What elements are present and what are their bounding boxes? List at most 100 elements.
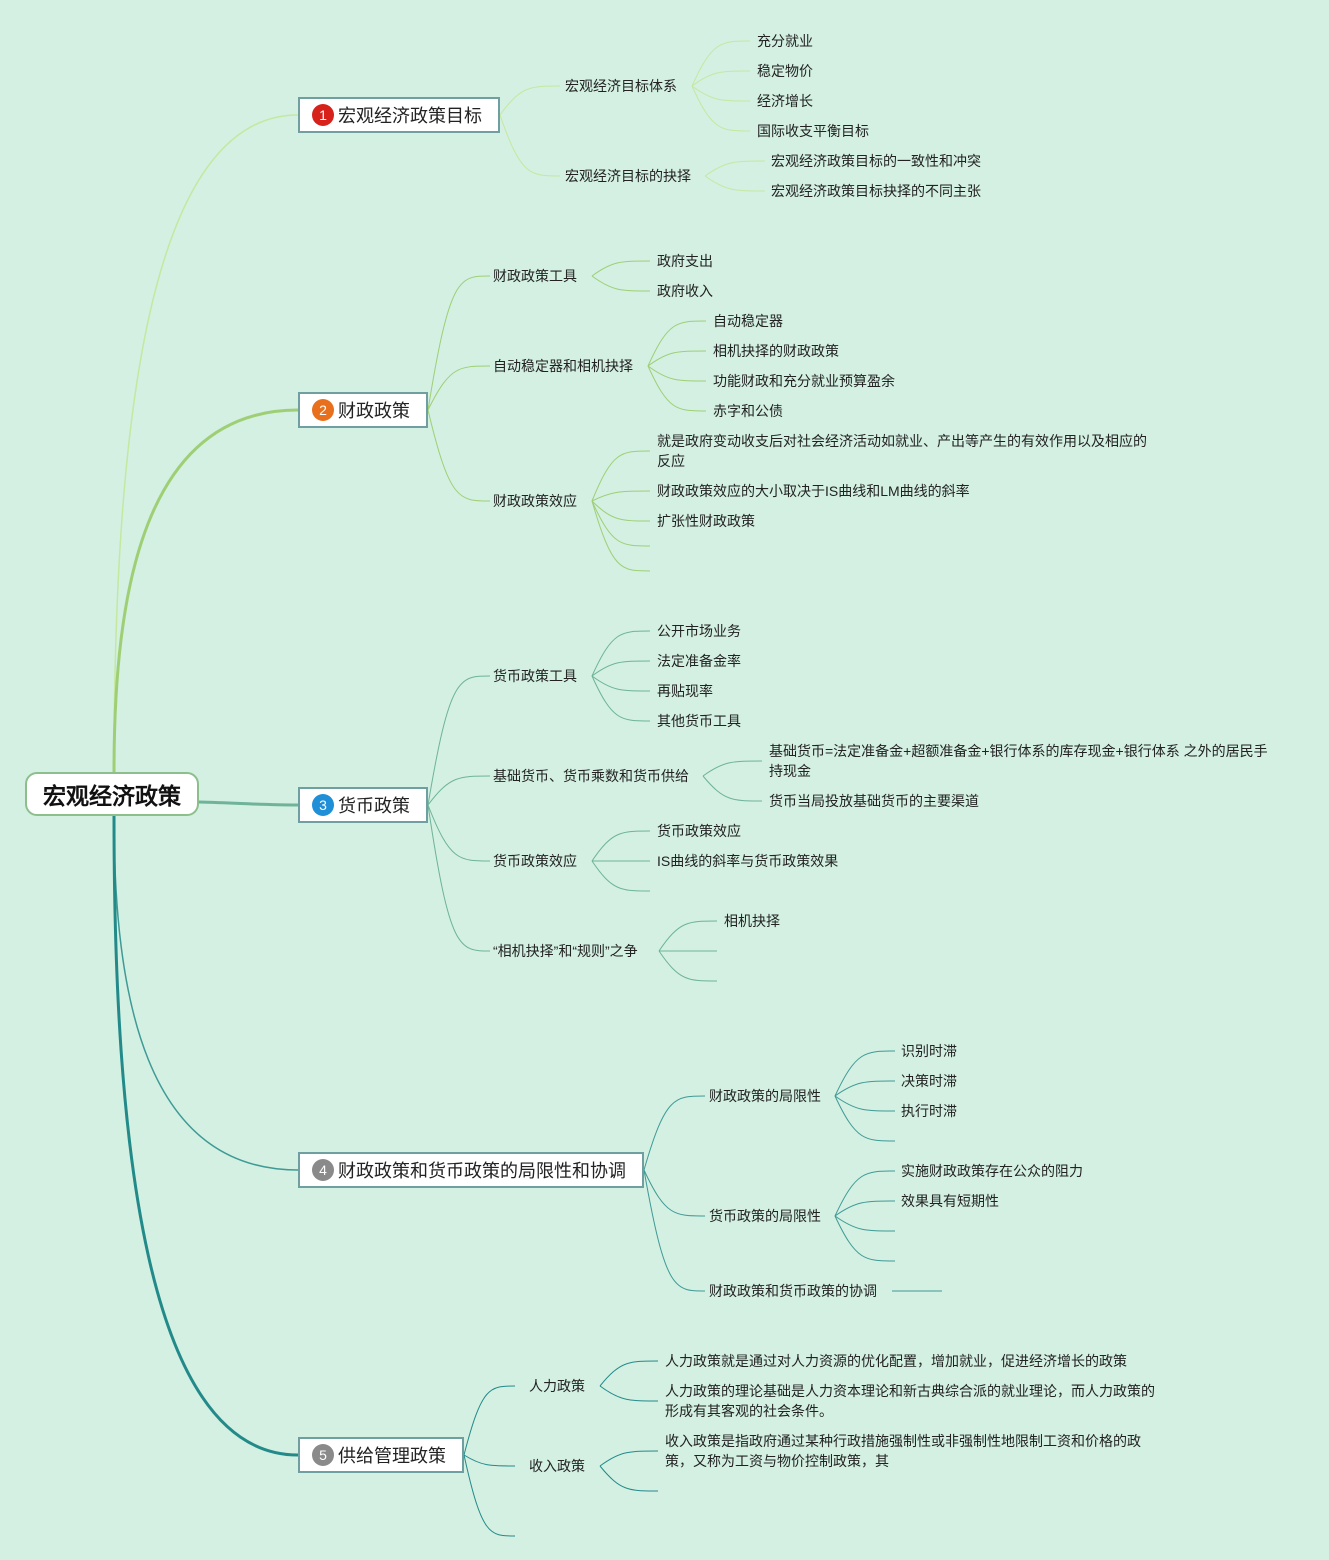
leaf-item[interactable]: 就是政府变动收支后对社会经济活动如就业、产出等产生的有效作用以及相应的反应 <box>657 433 1147 469</box>
topic-fiscal-limits[interactable]: 财政政策的局限性 <box>709 1088 821 1104</box>
leaf-item[interactable]: 人力政策就是通过对人力资源的优化配置，增加就业，促进经济增长的政策 <box>665 1353 1127 1369</box>
connector-line <box>591 275 651 292</box>
leaf-item[interactable]: 国际收支平衡目标 <box>757 123 869 139</box>
leaf-item[interactable]: 充分就业 <box>757 33 813 49</box>
leaf-item[interactable]: 识别时滞 <box>901 1043 957 1059</box>
branch-monetary-policy[interactable]: 3 货币政策 <box>298 787 428 823</box>
leaf-item[interactable]: 基础货币=法定准备金+超额准备金+银行体系的库存现金+银行体系 之外的居民手持现… <box>769 743 1268 779</box>
leaf-item[interactable]: 公开市场业务 <box>657 623 741 639</box>
topic-monetary-limits[interactable]: 货币政策的局限性 <box>709 1208 821 1224</box>
branch-supply-management[interactable]: 5 供给管理政策 <box>298 1437 464 1473</box>
branch-macro-policy-goals[interactable]: 1 宏观经济政策目标 <box>298 97 500 133</box>
leaf-item[interactable]: 扩张性财政政策 <box>657 513 755 529</box>
leaf-item[interactable]: 收入政策是指政府通过某种行政措施强制性或非强制性地限制工资和价格的政策，又称为工… <box>665 1433 1141 1469</box>
leaf-item[interactable]: 执行时滞 <box>901 1103 957 1119</box>
connector-line <box>647 350 707 367</box>
connector-line <box>591 660 651 677</box>
topic-fiscal-tools[interactable]: 财政政策工具 <box>493 268 577 284</box>
connector-line <box>599 1465 659 1492</box>
topic-coordination[interactable]: 财政政策和货币政策的协调 <box>709 1283 877 1299</box>
branch-label: 供给管理政策 <box>338 1446 446 1466</box>
leaf-item[interactable]: IS曲线的斜率与货币政策效果 <box>657 853 839 869</box>
number-1-icon: 1 <box>312 104 334 126</box>
connector-line <box>427 775 491 806</box>
topic-discretion-vs-rules[interactable]: “相机抉择”和“规则”之争 <box>493 943 638 959</box>
connector-line <box>647 365 707 382</box>
connector-line <box>427 275 491 411</box>
topic-monetary-effect[interactable]: 货币政策效应 <box>493 853 577 869</box>
leaf-item[interactable]: 相机抉择的财政政策 <box>713 343 839 359</box>
connector-line <box>591 860 651 892</box>
connector-line <box>647 365 707 412</box>
leaf-item[interactable]: 再贴现率 <box>657 683 713 699</box>
connector-line <box>691 85 751 102</box>
connector-line <box>658 950 718 982</box>
connector-line <box>834 1080 896 1097</box>
connector-line <box>834 1050 896 1097</box>
number-2-icon: 2 <box>312 399 334 421</box>
connector-line <box>499 114 561 177</box>
leaf-item[interactable]: 决策时滞 <box>901 1073 957 1089</box>
leaf-item[interactable]: 实施财政政策存在公众的阻力 <box>901 1163 1083 1179</box>
branch-limits-and-coordination[interactable]: 4 财政政策和货币政策的局限性和协调 <box>298 1152 644 1188</box>
leaf-item[interactable]: 相机抉择 <box>724 913 780 929</box>
connector-line <box>591 500 651 572</box>
root-node[interactable]: 宏观经济政策 <box>25 772 199 816</box>
leaf-item[interactable]: 其他货币工具 <box>657 713 741 729</box>
connector-line <box>599 1385 659 1402</box>
main-connector-line <box>113 815 299 1171</box>
connector-line <box>834 1095 896 1112</box>
leaf-item[interactable]: 政府收入 <box>657 283 713 299</box>
connector-line <box>427 804 491 952</box>
connector-line <box>599 1360 659 1387</box>
topic-base-money[interactable]: 基础货币、货币乘数和货币供给 <box>493 768 689 784</box>
leaf-item[interactable]: 法定准备金率 <box>657 653 741 669</box>
topic-goal-system[interactable]: 宏观经济目标体系 <box>565 78 677 94</box>
topic-manpower-policy[interactable]: 人力政策 <box>529 1378 585 1394</box>
branch-fiscal-policy[interactable]: 2 财政政策 <box>298 392 428 428</box>
connector-line <box>834 1170 896 1217</box>
topic-monetary-tools[interactable]: 货币政策工具 <box>493 668 577 684</box>
leaf-item[interactable]: 财政政策效应的大小取决于IS曲线和LM曲线的斜率 <box>657 483 970 499</box>
topic-fiscal-effect[interactable]: 财政政策效应 <box>493 493 577 509</box>
connector-line <box>691 70 751 87</box>
leaf-item[interactable]: 经济增长 <box>757 93 813 109</box>
topic-goal-choice[interactable]: 宏观经济目标的抉择 <box>565 168 691 184</box>
connector-line <box>691 85 751 132</box>
number-5-icon: 5 <box>312 1444 334 1466</box>
connector-line <box>427 365 491 411</box>
connector-line <box>591 830 651 862</box>
connector-line <box>643 1095 706 1171</box>
topic-income-policy[interactable]: 收入政策 <box>529 1458 585 1474</box>
branch-label: 财政政策 <box>338 401 410 421</box>
connector-line <box>834 1095 896 1142</box>
leaf-item[interactable]: 人力政策的理论基础是人力资本理论和新古典综合派的就业理论，而人力政策的形成有其客… <box>665 1383 1155 1419</box>
leaf-item[interactable]: 政府支出 <box>657 253 713 269</box>
topic-auto-stabilizer[interactable]: 自动稳定器和相机抉择 <box>493 358 633 374</box>
connector-line <box>834 1200 896 1217</box>
leaf-item[interactable]: 货币政策效应 <box>657 823 741 839</box>
connector-line <box>834 1215 896 1232</box>
leaf-item[interactable]: 货币当局投放基础货币的主要渠道 <box>769 793 979 809</box>
leaf-item[interactable]: 稳定物价 <box>757 63 813 79</box>
connector-line <box>691 40 751 87</box>
leaf-item[interactable]: 宏观经济政策目标的一致性和冲突 <box>771 153 981 169</box>
connector-line <box>702 775 763 802</box>
main-connector-line <box>112 408 299 773</box>
leaf-item[interactable]: 宏观经济政策目标抉择的不同主张 <box>771 183 981 199</box>
leaf-item[interactable]: 效果具有短期性 <box>901 1193 999 1209</box>
connector-line <box>704 175 766 192</box>
leaf-item[interactable]: 功能财政和充分就业预算盈余 <box>713 373 895 389</box>
connector-line <box>427 409 491 502</box>
main-connector-line <box>112 815 299 1457</box>
leaf-item[interactable]: 赤字和公债 <box>713 403 783 419</box>
connector-line <box>658 920 718 952</box>
leaf-item[interactable]: 自动稳定器 <box>713 313 783 329</box>
connector-line <box>463 1454 516 1467</box>
connector-line <box>591 500 651 522</box>
branch-label: 宏观经济政策目标 <box>338 106 482 126</box>
connector-line <box>427 675 491 806</box>
connector-line <box>591 630 651 677</box>
connector-line <box>591 675 651 722</box>
connector-line <box>591 450 651 502</box>
